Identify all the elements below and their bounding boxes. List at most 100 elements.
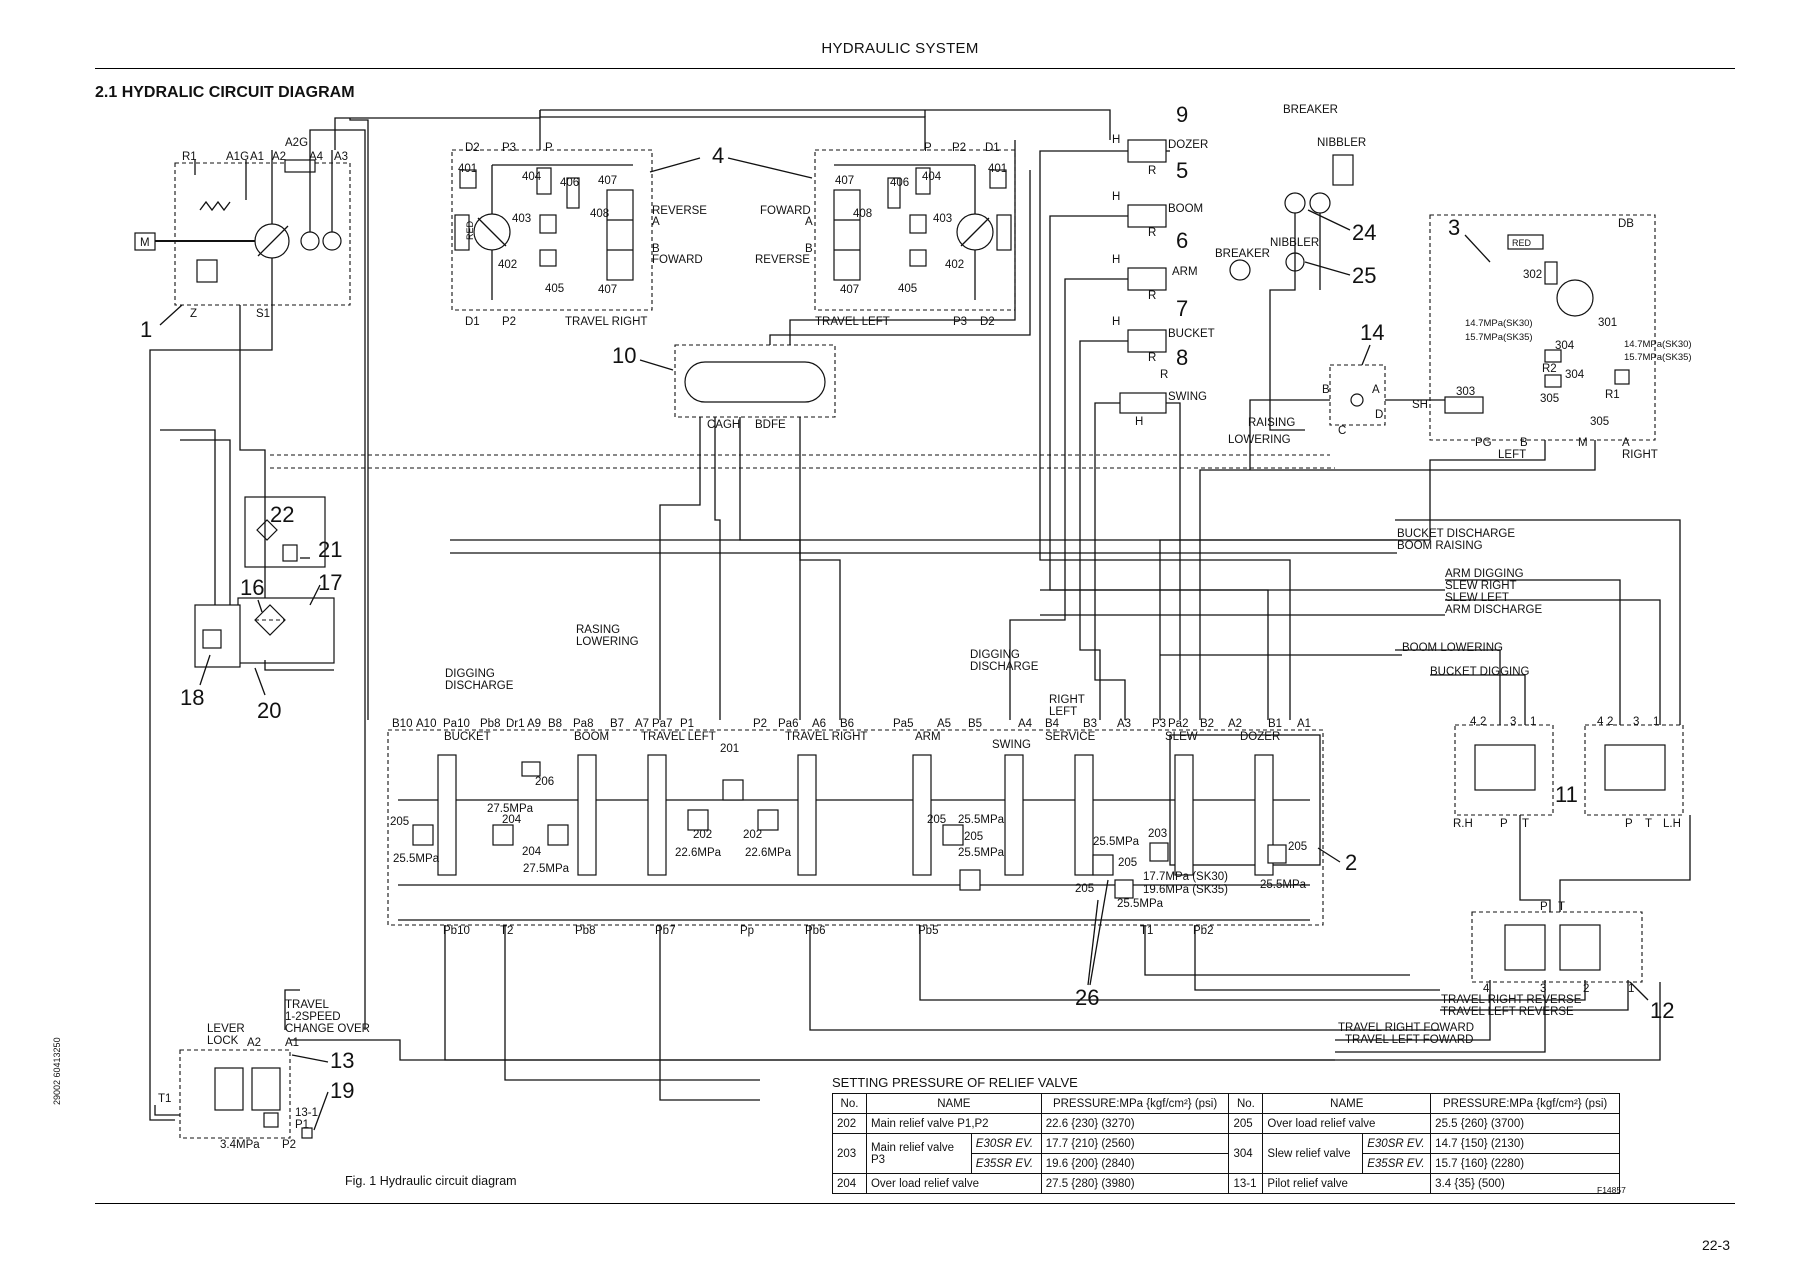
cell-name-2: Pilot relief valve <box>1262 1173 1432 1194</box>
svg-text:P2: P2 <box>502 316 516 328</box>
svg-text:Pp: Pp <box>740 925 754 937</box>
svg-text:A3: A3 <box>334 151 348 163</box>
svg-text:4: 4 <box>1597 716 1604 728</box>
svg-text:407: 407 <box>598 284 617 296</box>
attachment-lines: BREAKER NIBBLER BREAKER NIBBLER 24 25 <box>1215 104 1376 288</box>
svg-text:8: 8 <box>1176 345 1188 370</box>
svg-text:B2: B2 <box>1200 718 1214 730</box>
svg-text:RED: RED <box>465 220 475 240</box>
svg-text:5: 5 <box>1176 158 1188 183</box>
svg-text:19.6MPa (SK35): 19.6MPa (SK35) <box>1143 884 1228 896</box>
svg-text:B4: B4 <box>1045 718 1060 730</box>
svg-text:BOOM: BOOM <box>1168 203 1203 215</box>
svg-text:1: 1 <box>1653 716 1659 728</box>
svg-text:P1: P1 <box>295 1119 309 1131</box>
svg-text:203: 203 <box>1148 828 1167 840</box>
svg-text:BUCKET DIGGING: BUCKET DIGGING <box>1430 666 1530 678</box>
svg-text:B5: B5 <box>968 718 982 730</box>
svg-text:RAISING: RAISING <box>1248 417 1295 429</box>
svg-text:Pa5: Pa5 <box>893 718 913 730</box>
svg-text:25.5MPa: 25.5MPa <box>1093 836 1140 848</box>
svg-text:LOWERING: LOWERING <box>1228 434 1291 446</box>
svg-text:R: R <box>1148 165 1156 177</box>
cell-pressure: 17.7 {210} (2560) <box>1040 1133 1230 1154</box>
svg-text:C: C <box>1338 425 1346 437</box>
svg-text:1: 1 <box>140 317 152 342</box>
svg-text:BUCKET: BUCKET <box>444 731 491 743</box>
svg-text:A5: A5 <box>937 718 951 730</box>
page-header: HYDRAULIC SYSTEM <box>821 40 979 57</box>
svg-text:P2: P2 <box>952 142 966 154</box>
footer-rule <box>95 1203 1735 1204</box>
svg-text:TRAVEL RIGHT: TRAVEL RIGHT <box>565 316 647 328</box>
svg-text:H: H <box>1112 254 1120 266</box>
svg-text:408: 408 <box>590 208 609 220</box>
svg-text:A2G: A2G <box>285 137 308 149</box>
svg-text:Pb5: Pb5 <box>918 925 938 937</box>
svg-text:R: R <box>1148 227 1156 239</box>
page-number: 22-3 <box>1701 1237 1730 1253</box>
svg-text:407: 407 <box>835 175 854 187</box>
svg-text:SWING: SWING <box>1168 391 1207 403</box>
svg-text:24: 24 <box>1352 220 1376 245</box>
svg-text:404: 404 <box>922 171 942 183</box>
svg-text:R: R <box>1148 290 1156 302</box>
svg-text:BOOM RAISING: BOOM RAISING <box>1397 540 1483 552</box>
svg-text:Z: Z <box>190 308 197 320</box>
cell-no: 204 <box>832 1173 867 1194</box>
svg-text:DB: DB <box>1618 218 1634 230</box>
svg-text:205: 205 <box>1075 883 1094 895</box>
svg-text:TRAVEL: TRAVEL <box>285 999 329 1011</box>
svg-text:PG: PG <box>1475 437 1492 449</box>
svg-text:R: R <box>1160 369 1168 381</box>
svg-text:3.4MPa: 3.4MPa <box>220 1139 260 1151</box>
svg-text:25.5MPa: 25.5MPa <box>1260 879 1307 891</box>
cell-no: 202 <box>832 1113 867 1134</box>
cell-no: 203 <box>832 1133 867 1174</box>
svg-text:204: 204 <box>502 814 522 826</box>
svg-text:25.5MPa: 25.5MPa <box>1117 898 1164 910</box>
table-row: E35SR EV. 19.6 {200} (2840) E35SR EV. 15… <box>833 1153 1620 1174</box>
svg-text:D1: D1 <box>985 142 1000 154</box>
svg-text:R1: R1 <box>182 151 197 163</box>
svg-text:H: H <box>1112 191 1120 203</box>
cell-pressure: 27.5 {280} (3980) <box>1040 1173 1230 1194</box>
svg-text:4: 4 <box>1483 983 1490 995</box>
header-pressure: PRESSURE:MPa {kgf/cm²} (psi) <box>1040 1093 1230 1114</box>
svg-text:10: 10 <box>612 343 636 368</box>
svg-text:A1: A1 <box>250 151 264 163</box>
slew-motor: RED 3 DB 302 301 14.7MPa(SK30) 15.7MPa(S… <box>1412 214 1692 461</box>
figure-caption: Fig. 1 Hydraulic circuit diagram <box>345 1174 517 1188</box>
side-code: 29002 60413250 <box>52 1037 62 1105</box>
shuttle-valve: B A D C 14 <box>1322 320 1386 437</box>
svg-text:2: 2 <box>1607 716 1613 728</box>
svg-text:16: 16 <box>240 575 264 600</box>
svg-text:304: 304 <box>1565 369 1585 381</box>
svg-text:P3: P3 <box>953 316 967 328</box>
svg-text:14: 14 <box>1360 320 1384 345</box>
svg-text:REVERSE: REVERSE <box>755 254 810 266</box>
svg-text:D: D <box>1375 409 1383 421</box>
svg-text:DOZER: DOZER <box>1168 139 1208 151</box>
svg-text:B7: B7 <box>610 718 624 730</box>
cell-no-2: 205 <box>1228 1113 1264 1134</box>
cell-pressure: 19.6 {200} (2840) <box>1040 1153 1230 1174</box>
svg-text:Pb6: Pb6 <box>805 925 825 937</box>
svg-text:4: 4 <box>1470 716 1477 728</box>
svg-text:205: 205 <box>1288 841 1307 853</box>
cell-pressure-2: 15.7 {160} (2280) <box>1430 1153 1620 1174</box>
svg-text:202: 202 <box>743 829 762 841</box>
header-pressure-2: PRESSURE:MPa {kgf/cm²} (psi) <box>1430 1093 1620 1114</box>
header-name-2: NAME <box>1262 1093 1432 1114</box>
svg-text:LEFT: LEFT <box>1049 706 1077 718</box>
svg-text:TRAVEL LEFT: TRAVEL LEFT <box>815 316 890 328</box>
travel-left-motor: P P2 D1 407 406 404 401 FOWARD A B REVER… <box>755 142 1016 328</box>
svg-text:206: 206 <box>535 776 554 788</box>
table-row: 202 Main relief valve P1,P2 22.6 {230} (… <box>832 1113 1620 1134</box>
svg-text:H: H <box>1112 316 1120 328</box>
svg-text:D2: D2 <box>465 142 480 154</box>
svg-text:A2: A2 <box>1228 718 1242 730</box>
svg-text:401: 401 <box>458 163 477 175</box>
